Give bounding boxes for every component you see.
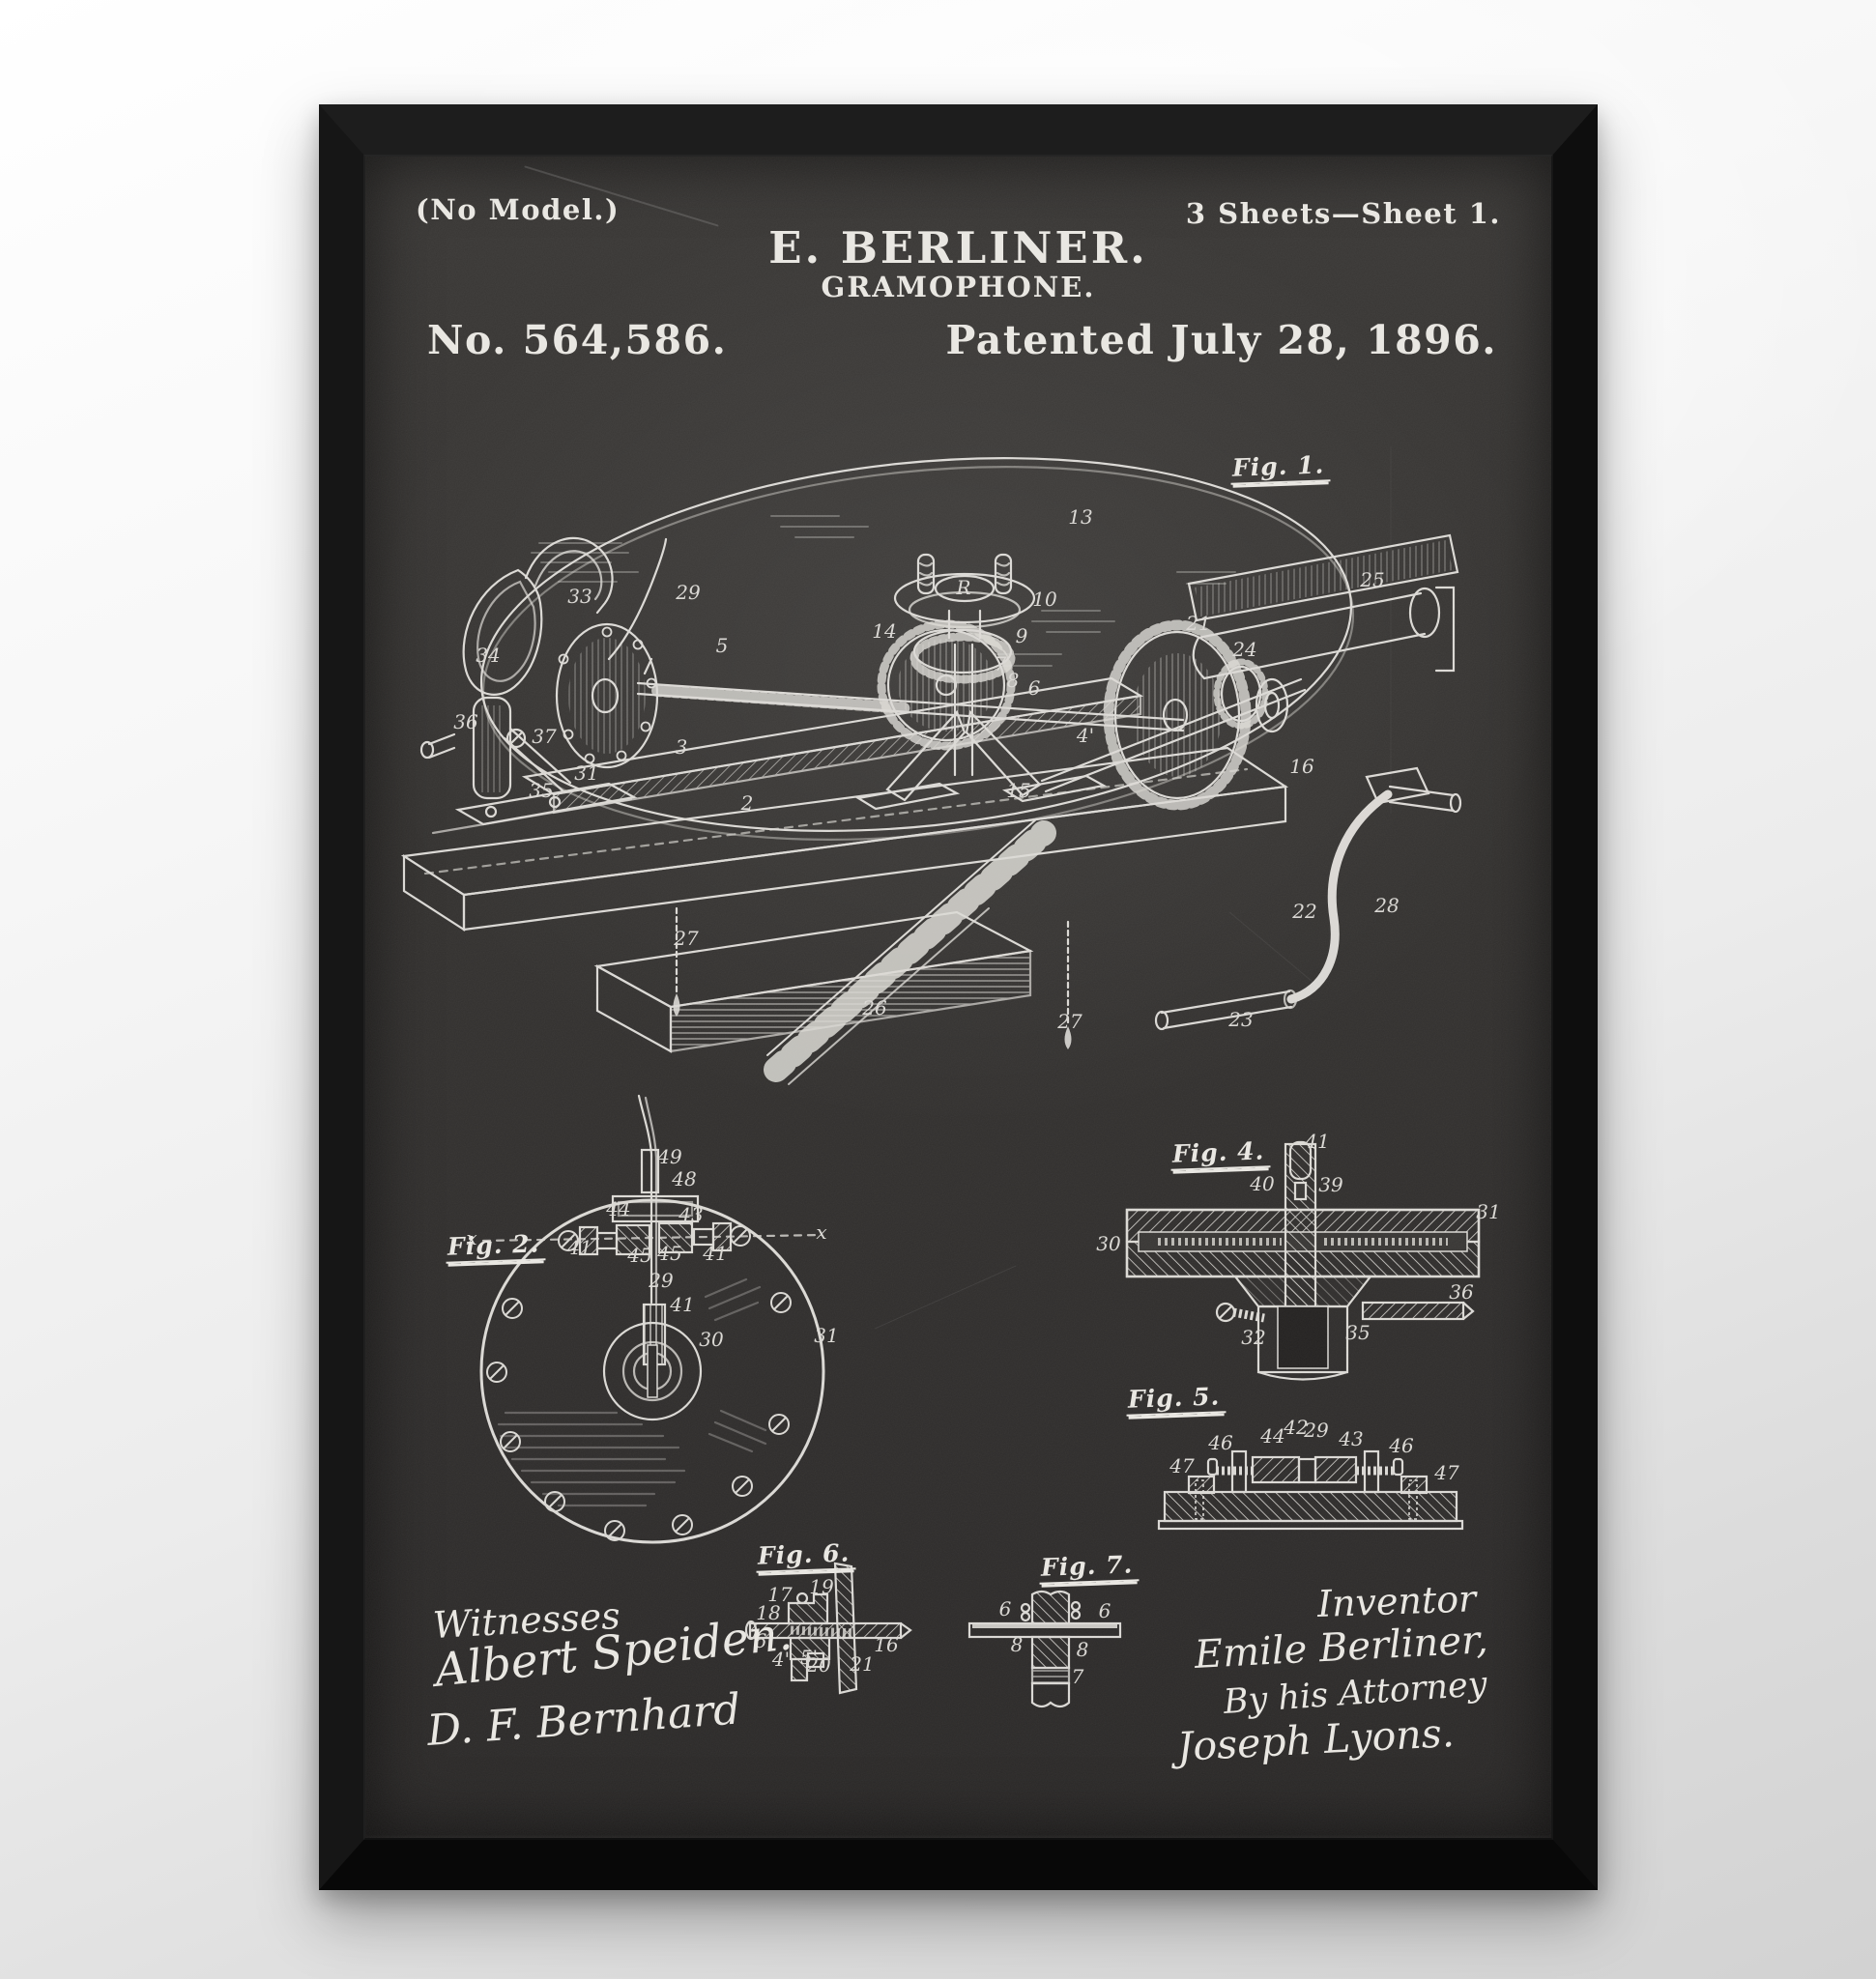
patent-drawing: 13109147864'1521242516222823272726235293… bbox=[365, 157, 1551, 1838]
chalk-grain bbox=[365, 157, 1551, 1838]
fig4-caption: Fig. 4. bbox=[1169, 1136, 1271, 1171]
fig2-caption: Fig. 2. bbox=[445, 1229, 546, 1264]
sheet-count: 3 Sheets—Sheet 1. bbox=[1185, 197, 1501, 230]
inventor-heading: Inventor bbox=[1316, 1577, 1477, 1625]
no-model-note: (No Model.) bbox=[416, 193, 621, 226]
fig5-caption: Fig. 5. bbox=[1125, 1382, 1227, 1417]
patent-date: Patented July 28, 1896. bbox=[945, 317, 1497, 363]
invention-subject: GRAMOPHONE. bbox=[821, 271, 1096, 303]
fig7-caption: Fig. 7. bbox=[1038, 1550, 1140, 1585]
patent-number: No. 564,586. bbox=[427, 317, 728, 363]
fig6-caption: Fig. 6. bbox=[755, 1538, 856, 1573]
inventor-title: E. BERLINER. bbox=[768, 222, 1148, 273]
fig1-caption: Fig. 1. bbox=[1229, 450, 1331, 485]
